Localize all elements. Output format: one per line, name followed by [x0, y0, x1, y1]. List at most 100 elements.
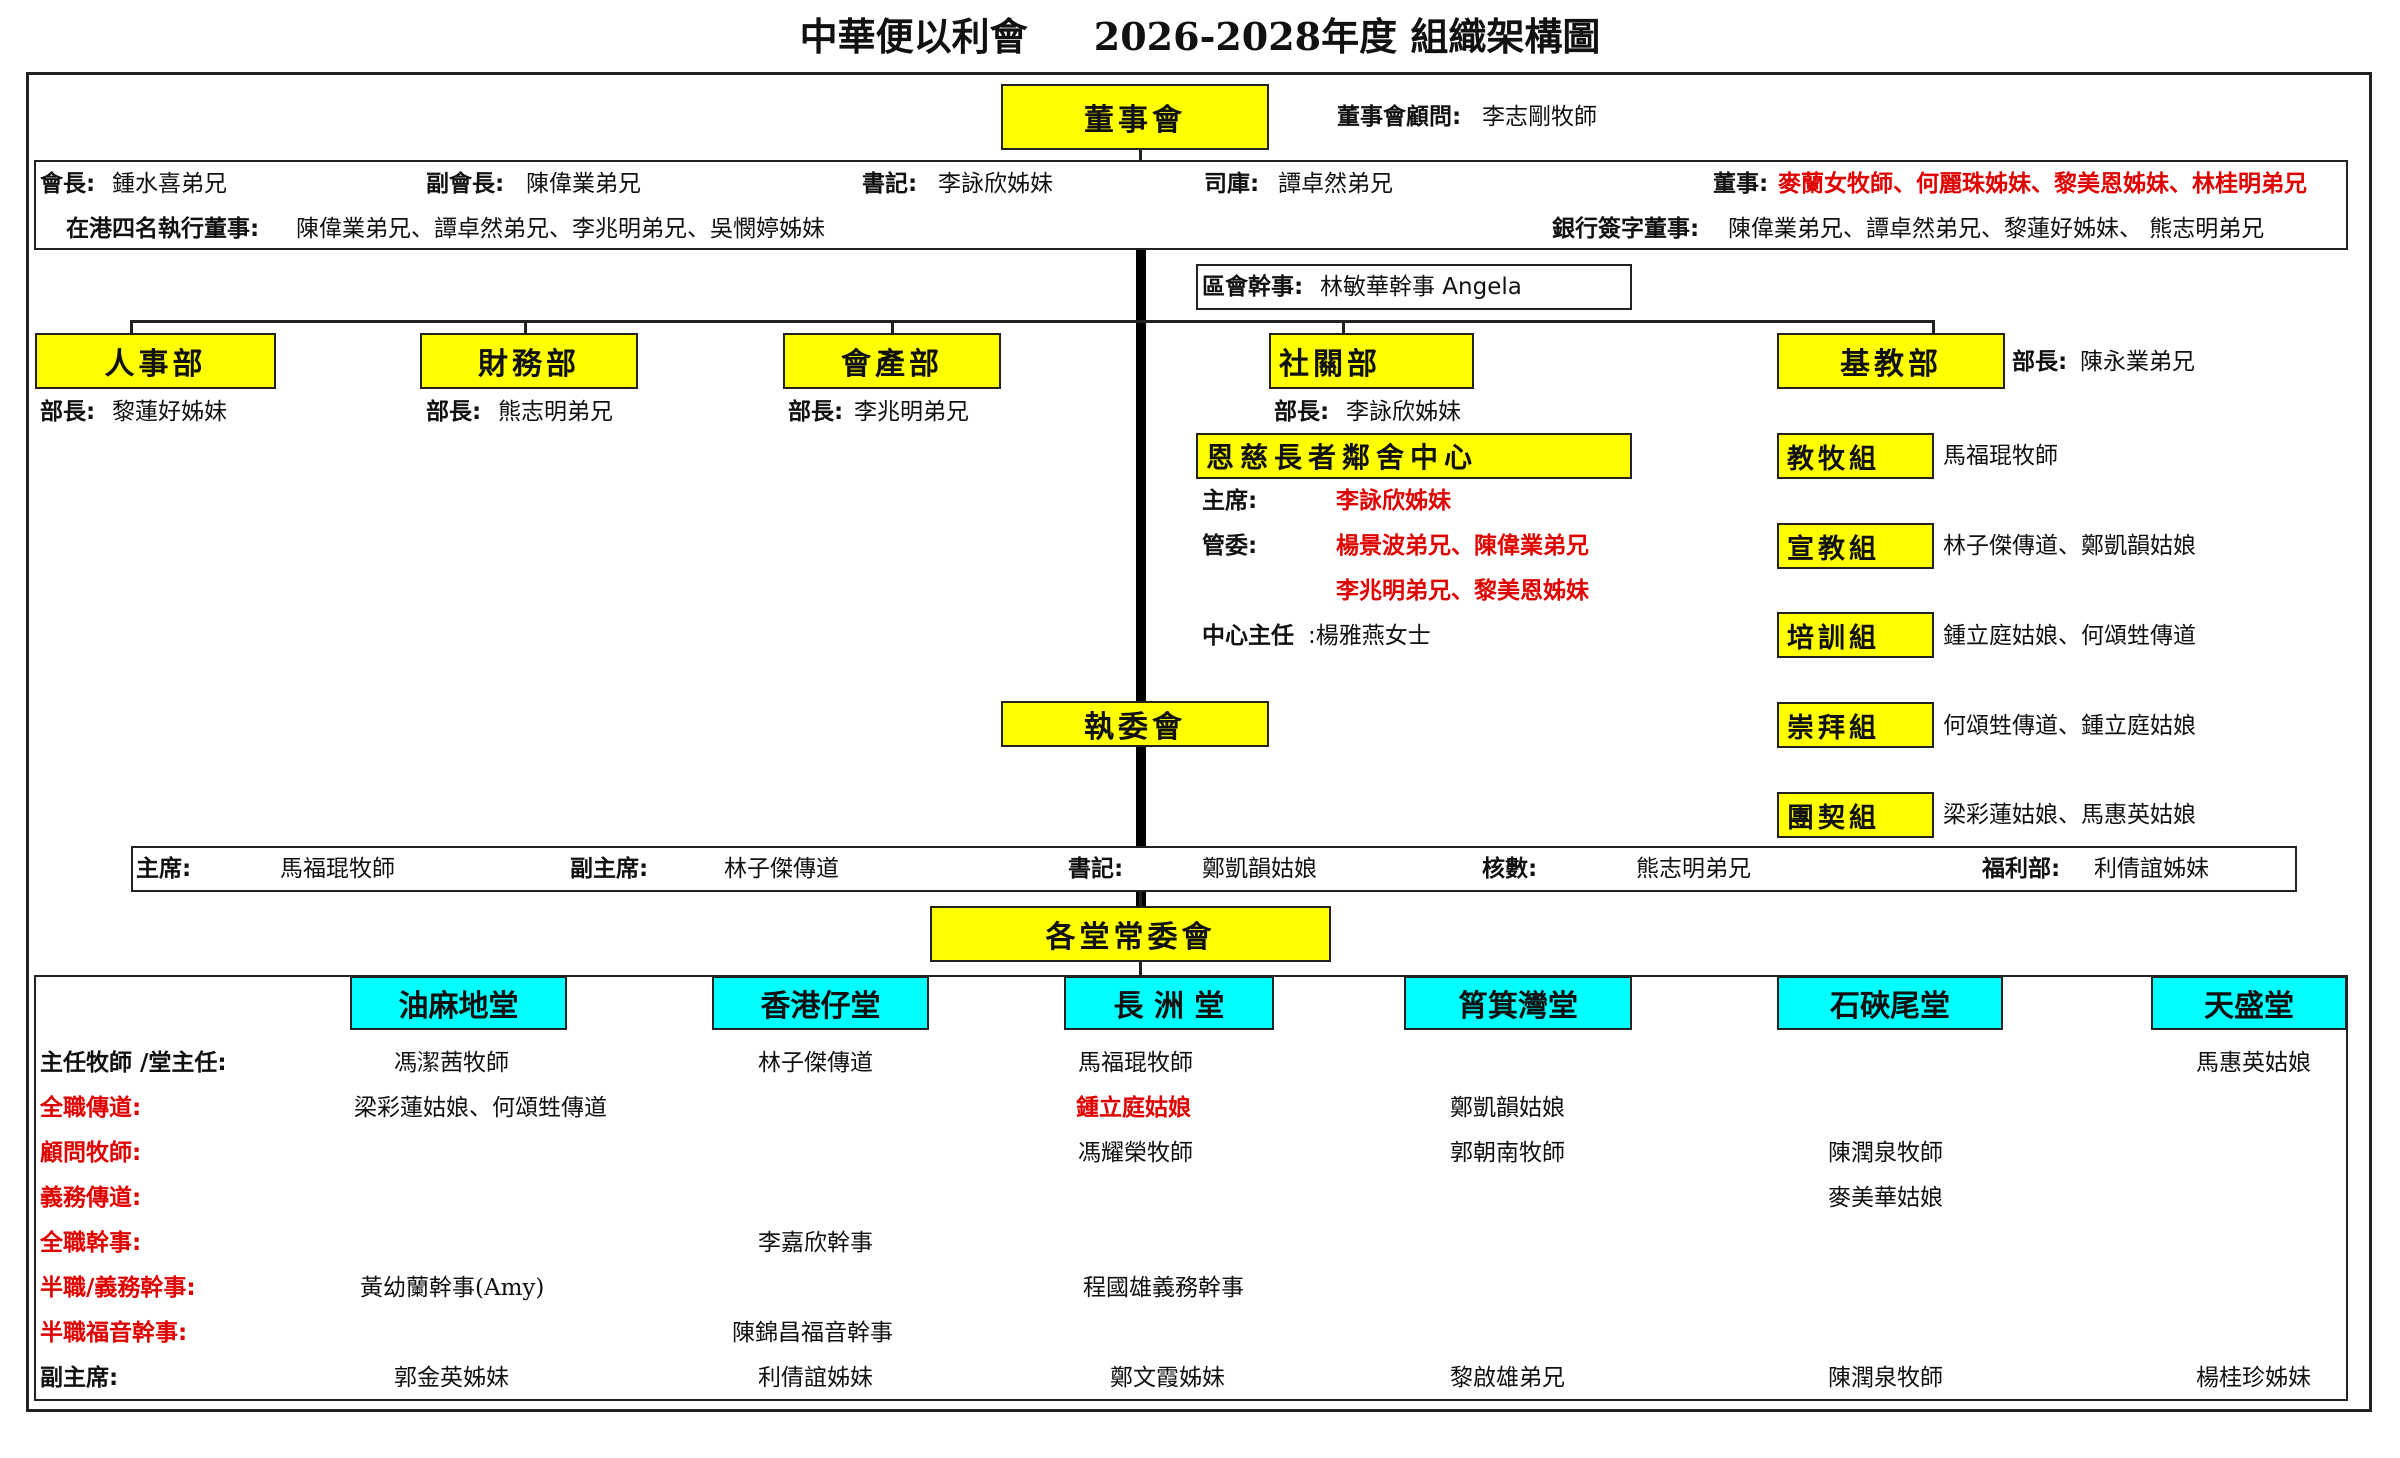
exec-welfare: 利倩誼姊妹 [2094, 856, 2209, 882]
directors-label: 董事: [1713, 171, 1769, 197]
exec-committee-officers-box [131, 846, 2297, 892]
secretary-name: 李詠欣姊妹 [938, 171, 1053, 197]
centre-chair-label: 主席: [1202, 488, 1258, 514]
role-value: 陳潤泉牧師 [1828, 1365, 1943, 1391]
role-value: 馬福琨牧師 [1078, 1050, 1193, 1076]
group-members: 何頌甡傳道、鍾立庭姑娘 [1943, 713, 2196, 739]
church-yau-ma-tei: 油麻地堂 [350, 976, 567, 1030]
dept-drop-3 [891, 320, 894, 334]
exec-auditor-label: 核數: [1482, 856, 1538, 882]
spine-link-bottom [1139, 962, 1142, 976]
department-property: 會產部 [783, 333, 1001, 389]
directors-names: 麥蘭女牧師、何麗珠姊妹、黎美恩姊妹、林桂明弟兄 [1778, 171, 2307, 197]
centre-chair: 李詠欣姊妹 [1336, 488, 1451, 514]
churches-box [34, 975, 2348, 1401]
treasurer-name: 譚卓然弟兄 [1278, 171, 1393, 197]
group-fellowship: 團契組 [1777, 792, 1934, 838]
exec-chair: 馬福琨牧師 [280, 856, 395, 882]
church-name: 油麻地堂 [398, 989, 519, 1024]
role-label: 半職/義務幹事: [40, 1275, 196, 1301]
role-label: 半職福音幹事: [40, 1320, 188, 1346]
exec-vice: 林子傑傳道 [724, 856, 839, 882]
spine-link-churches [1139, 896, 1142, 912]
role-label: 副主席: [40, 1365, 119, 1391]
department-personnel: 人事部 [35, 333, 276, 389]
exec-directors-names: 陳偉業弟兄、譚卓然弟兄、李兆明弟兄、吳憫婷姊妹 [296, 216, 825, 242]
department-name: 會產部 [841, 347, 943, 382]
churches-committee-name: 各堂常委會 [1045, 920, 1216, 955]
exec-welfare-label: 福利部: [1982, 856, 2061, 882]
exec-secretary: 鄭凱韻姑娘 [1202, 856, 1317, 882]
department-head: 陳永業弟兄 [2080, 349, 2195, 375]
centre-committee-label: 管委: [1202, 533, 1258, 559]
role-value: 郭朝南牧師 [1450, 1140, 1565, 1166]
dept-drop-5 [1932, 320, 1935, 334]
elderly-centre-name: 恩慈長者鄰舍中心 [1206, 441, 1479, 474]
role-value: 鍾立庭姑娘 [1076, 1095, 1191, 1121]
group-members: 馬福琨牧師 [1943, 443, 2058, 469]
exec-chair-label: 主席: [136, 856, 192, 882]
district-officer-name: 林敏華幹事 Angela [1320, 274, 1522, 300]
role-value: 陳潤泉牧師 [1828, 1140, 1943, 1166]
centre-director: :楊雅燕女士 [1308, 623, 1431, 649]
churches-committee-box: 各堂常委會 [930, 906, 1331, 962]
department-head: 李兆明弟兄 [854, 399, 969, 425]
board-officers-box [34, 160, 2348, 250]
board-box: 董事會 [1001, 84, 1269, 150]
vice-chair-name: 陳偉業弟兄 [526, 171, 641, 197]
department-connector [130, 320, 1935, 323]
role-label: 全職幹事: [40, 1230, 142, 1256]
exec-committee-box: 執委會 [1001, 701, 1269, 747]
church-name: 石硤尾堂 [1830, 989, 1950, 1024]
board-name: 董事會 [1084, 103, 1186, 138]
department-name: 社關部 [1279, 347, 1381, 382]
department-name: 財務部 [478, 347, 580, 382]
role-value: 鄭文霞姊妹 [1110, 1365, 1225, 1391]
department-head-label: 部長: [1274, 399, 1330, 425]
role-value: 程國雄義務幹事 [1083, 1275, 1244, 1301]
role-value: 馮潔茜牧師 [394, 1050, 509, 1076]
church-name: 長 洲 堂 [1113, 989, 1225, 1024]
group-pastoral: 教牧組 [1777, 433, 1934, 479]
group-name: 團契組 [1787, 802, 1880, 834]
group-missions: 宣教組 [1777, 523, 1934, 569]
department-head-label: 部長: [40, 399, 96, 425]
district-officer-box [1196, 264, 1632, 310]
group-worship: 崇拜組 [1777, 702, 1934, 748]
department-finance: 財務部 [420, 333, 638, 389]
group-members: 梁彩蓮姑娘、馬惠英姑娘 [1943, 802, 2196, 828]
role-value: 李嘉欣幹事 [758, 1230, 873, 1256]
department-head-label: 部長: [788, 399, 844, 425]
board-advisor: 李志剛牧師 [1482, 104, 1597, 130]
role-value: 鄭凱韻姑娘 [1450, 1095, 1565, 1121]
role-label: 義務傳道: [40, 1185, 142, 1211]
department-head: 李詠欣姊妹 [1346, 399, 1461, 425]
church-name: 筲箕灣堂 [1458, 989, 1578, 1024]
elderly-centre-box: 恩慈長者鄰舍中心 [1196, 433, 1632, 479]
centre-committee-line-2: 李兆明弟兄、黎美恩姊妹 [1336, 578, 1589, 604]
church-tin-shing: 天盛堂 [2151, 976, 2347, 1030]
church-aberdeen: 香港仔堂 [712, 976, 929, 1030]
group-training: 培訓組 [1777, 612, 1934, 658]
role-value: 馮耀榮牧師 [1078, 1140, 1193, 1166]
secretary-label: 書記: [862, 171, 918, 197]
department-head: 熊志明弟兄 [498, 399, 613, 425]
exec-directors-label: 在港四名執行董事: [66, 216, 260, 242]
church-cheung-chau: 長 洲 堂 [1064, 976, 1274, 1030]
chair-label: 會長: [40, 171, 96, 197]
role-value: 利倩誼姊妹 [758, 1365, 873, 1391]
department-head-label: 部長: [2012, 349, 2068, 375]
bank-signatories-label: 銀行簽字董事: [1552, 216, 1700, 242]
role-value: 林子傑傳道 [758, 1050, 873, 1076]
dept-drop-4 [1342, 320, 1345, 334]
centre-director-label: 中心主任 [1202, 623, 1294, 649]
role-label: 顧問牧師: [40, 1140, 142, 1166]
group-members: 林子傑傳道、鄭凱韻姑娘 [1943, 533, 2196, 559]
chart-title: 中華便以利會 2026-2028年度 組織架構圖 [799, 14, 1601, 59]
exec-auditor: 熊志明弟兄 [1636, 856, 1751, 882]
group-name: 崇拜組 [1787, 712, 1880, 744]
exec-vice-label: 副主席: [570, 856, 649, 882]
department-head: 黎蓮好姊妹 [112, 399, 227, 425]
district-officer-label: 區會幹事: [1202, 274, 1304, 300]
department-head-label: 部長: [426, 399, 482, 425]
